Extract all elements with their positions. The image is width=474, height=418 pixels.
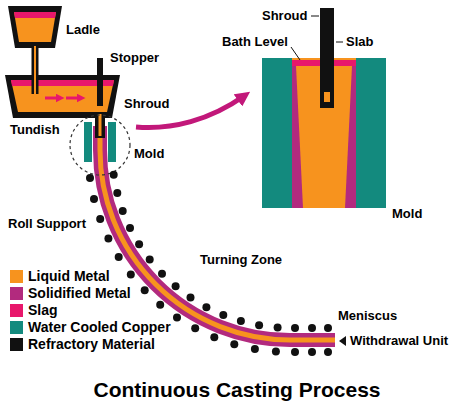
detail-circle: [70, 115, 130, 175]
part-label: Mold: [134, 146, 164, 161]
legend-label: Refractory Material: [28, 336, 155, 353]
part-label: Slab: [346, 34, 373, 49]
legend-swatch: [10, 321, 23, 334]
part-label: Turning Zone: [200, 252, 282, 267]
legend-row: Refractory Material: [10, 336, 155, 353]
legend-swatch: [10, 270, 23, 283]
legend-label: Liquid Metal: [28, 268, 110, 285]
diagram-title: Continuous Casting Process: [0, 378, 474, 402]
legend-swatch: [10, 304, 23, 317]
legend-swatch: [10, 338, 23, 351]
withdrawal-pointer: [339, 336, 346, 346]
part-label: Shroud: [262, 8, 308, 23]
ladle: [8, 6, 62, 48]
legend-label: Water Cooled Copper: [28, 319, 171, 336]
part-label: Stopper: [110, 50, 159, 65]
part-label: Ladle: [66, 22, 100, 37]
part-label: Meniscus: [338, 308, 397, 323]
ladle-shroud: [35, 46, 36, 94]
part-label: Withdrawal Unit: [350, 333, 448, 348]
tundish-shroud: [95, 112, 105, 138]
stopper-rod: [97, 58, 103, 106]
legend-swatch: [10, 287, 23, 300]
part-label: Shroud: [124, 96, 170, 111]
legend-row: Slag: [10, 302, 58, 319]
part-label: Roll Support: [8, 216, 86, 231]
part-label: Tundish: [10, 122, 60, 137]
part-label: Bath Level: [222, 34, 288, 49]
legend-label: Slag: [28, 302, 58, 319]
legend-row: Water Cooled Copper: [10, 319, 171, 336]
legend-label: Solidified Metal: [28, 285, 131, 302]
legend-row: Solidified Metal: [10, 285, 131, 302]
part-label: Mold: [392, 206, 422, 221]
legend-row: Liquid Metal: [10, 268, 110, 285]
